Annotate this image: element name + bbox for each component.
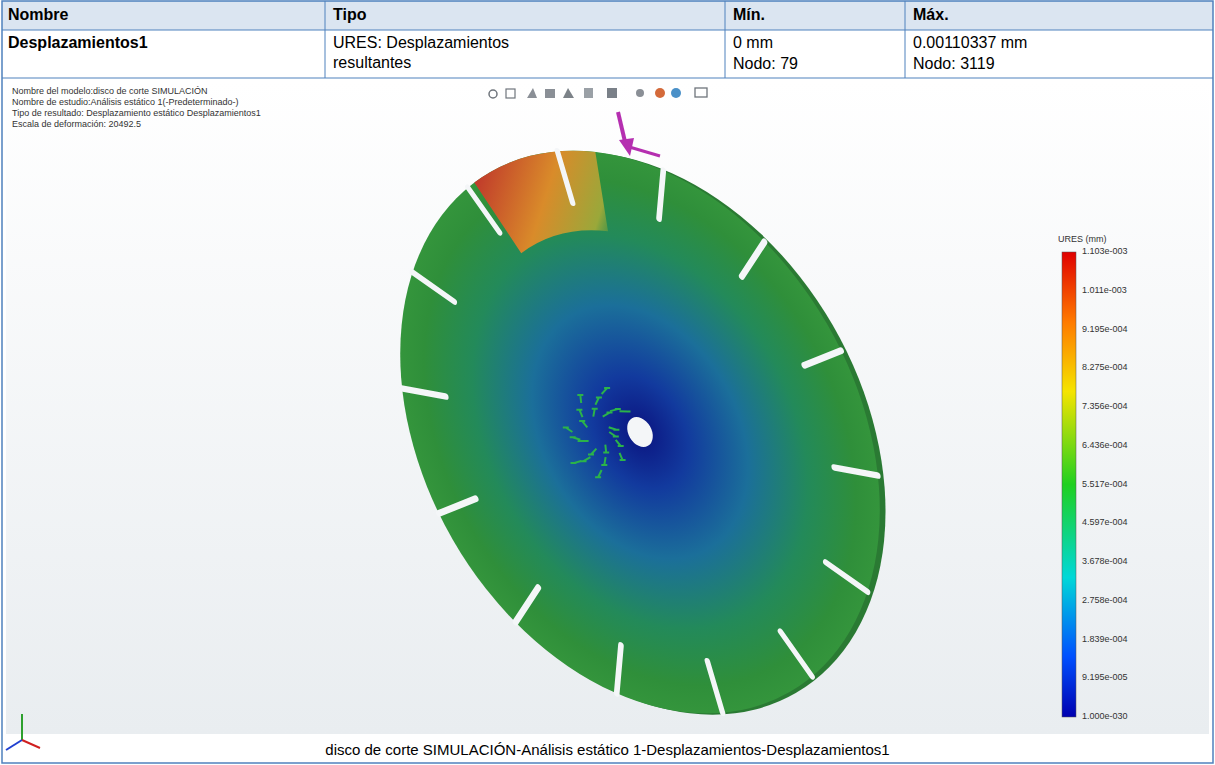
fixture-arrow [603,445,609,453]
column-header: Nombre [8,5,68,25]
table-cell: Nodo: 3119 [913,54,995,74]
fixture-arrow [601,457,607,465]
axis-triad [6,714,40,750]
disk-slot [597,645,641,693]
table-rule [905,1,906,78]
fixture-arrow [595,470,602,477]
scale-value: 1.011e-003 [1082,285,1127,296]
legend-title: URES (mm) [1058,234,1107,245]
model-info: Nombre de estudio:Análisis estático 1(-P… [12,97,239,108]
table-cell: 0.00110337 mm [913,33,1027,53]
load-arrow [618,112,660,156]
scale-value: 6.436e-004 [1082,440,1128,451]
figure-caption: disco de corte SIMULACIÓN-Análisis estát… [0,741,1215,760]
fixture-arrow [603,413,613,417]
scale-value: 2.758e-004 [1082,595,1128,606]
scale-value: 8.275e-004 [1082,362,1128,373]
disk-slot [413,262,455,313]
disk-slot [402,372,446,414]
fixture-arrow [609,427,620,429]
header-band [2,1,1213,30]
scale-value: 1.839e-004 [1082,634,1128,645]
disk-slot [826,552,868,603]
fixture-arrow [579,421,587,427]
disk-slot [468,185,500,235]
max-displacement-zone [474,121,633,277]
fixture-arrow [609,432,619,437]
fixture-arrow [577,395,583,403]
disk-slot [834,451,878,493]
fixture-arrow [616,440,624,446]
disk-slot [732,242,774,277]
scale-value: 3.678e-004 [1082,556,1128,567]
table-rule [2,78,1213,79]
table-cell: Desplazamientos1 [8,33,148,53]
scale-value: 5.517e-004 [1082,479,1128,490]
disk-slot [546,151,583,203]
table-cell: URES: Desplazamientos resultantes [333,33,583,73]
cutting-disk [303,62,983,765]
fixture-arrow [581,457,591,461]
fixture-arrow [570,437,581,440]
scale-value: 1.103e-003 [1082,246,1128,257]
fixture-arrow [620,453,626,460]
fixture-arrow [563,428,573,433]
model-info: Tipo de resultado: Desplazamiento estáti… [12,108,261,119]
scale-value: 4.597e-004 [1082,517,1128,528]
scale-value: 9.195e-004 [1082,324,1128,335]
disk-slot [781,629,813,679]
fixture-arrow [595,398,602,405]
fixture-arrows [563,388,631,477]
table-cell: Nodo: 79 [733,54,798,74]
column-header: Máx. [913,5,949,25]
toolbar-icons [489,88,707,98]
fixture-arrow [610,409,621,411]
fixture-arrow [588,449,596,455]
model-info: Nombre del modelo:disco de corte SIMULAC… [12,86,208,97]
color-bar [1062,252,1076,717]
disk-slot [506,587,548,622]
scale-value: 9.195e-005 [1082,672,1128,683]
table-rule [725,1,726,78]
fixture-arrow [576,410,582,417]
fixture-arrow [620,410,631,412]
column-header: Tipo [333,5,366,25]
disk-slot [439,494,476,518]
disk-slot [804,346,841,370]
table-rule [2,30,1213,31]
fixture-arrow [602,388,611,394]
column-header: Mín. [733,5,765,25]
scale-value: 1.000e-030 [1082,711,1128,722]
scale-value: 7.356e-004 [1082,401,1128,412]
disk-slot [696,661,733,713]
fixture-arrow [592,409,598,417]
table-cell: 0 mm [733,33,773,53]
model-info: Escala de deformación: 20492.5 [12,119,141,130]
fixture-arrow [571,461,582,463]
table-rule [325,1,326,78]
disk-slot [639,171,683,219]
